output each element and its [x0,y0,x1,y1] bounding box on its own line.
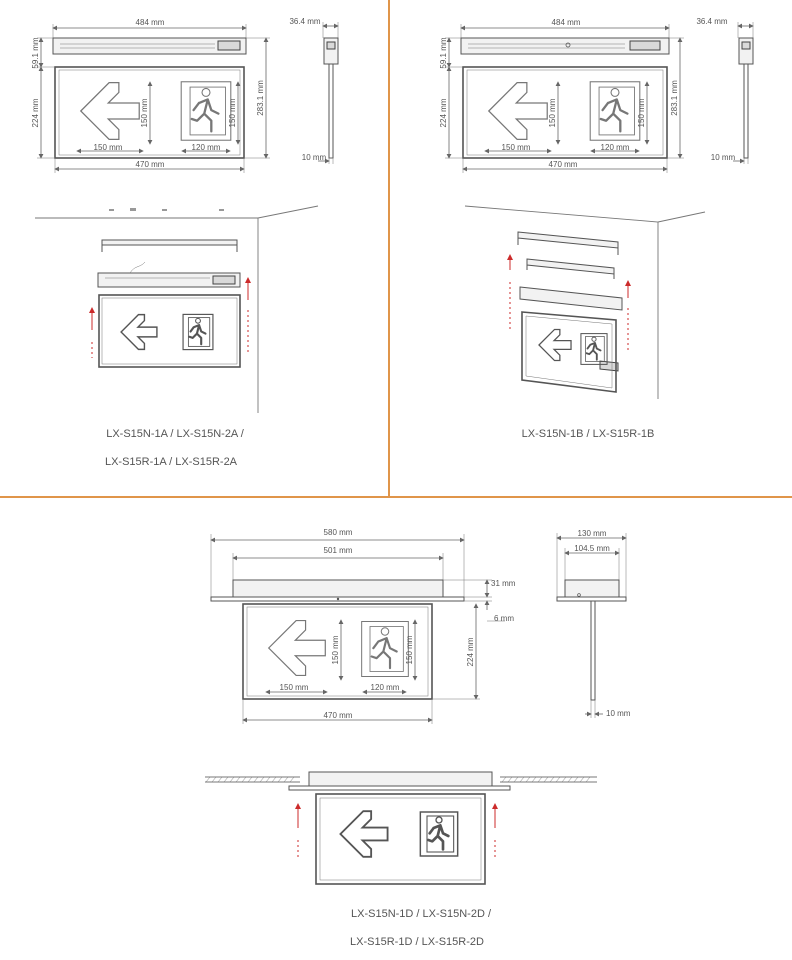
dim-b-arrow-h: 150 mm [548,98,557,127]
panel-d-drawing: 580 mm 501 mm 31 mm 6 mm 150 mm 150 mm 2… [205,528,631,885]
caption-a-line2: LX-S15R-1A / LX-S15R-2A [105,456,238,468]
dim-d-man-w: 120 mm [371,683,400,692]
dim-b-housing-h: 59.1 mm [439,37,448,68]
dim-a-panel-h: 224 mm [31,98,40,127]
dim-a-depth: 36.4 mm [289,17,320,26]
caption-d-line1: LX-S15N-1D / LX-S15N-2D / [351,908,492,920]
caption-b-line1: LX-S15N-1B / LX-S15R-1B [522,428,655,440]
dim-d-arrow-h: 150 mm [331,635,340,664]
dim-b-depth: 36.4 mm [696,17,727,26]
dim-b-thickness: 10 mm [711,153,736,162]
dim-d-thickness: 10 mm [606,709,631,718]
dim-d-flange-w: 580 mm [324,528,353,537]
dim-b-man-w: 120 mm [601,143,630,152]
dim-d-arrow-w: 150 mm [280,683,309,692]
housing-a [52,37,247,55]
dim-a-panel-w: 470 mm [136,160,165,169]
dim-b-man-h: 150 mm [637,98,646,127]
dim-a-total-h: 283.1 mm [256,80,265,116]
dim-b-panel-w: 470 mm [549,160,578,169]
dim-a-arrow-h: 150 mm [140,98,149,127]
panel-dividers [0,0,792,498]
dim-b-total-h: 283.1 mm [670,80,679,116]
dim-a-arrow-w: 150 mm [94,143,123,152]
dim-a-housing-h: 59.1 mm [31,37,40,68]
dim-d-box-w: 501 mm [324,546,353,555]
caption-d-line2: LX-S15R-1D / LX-S15R-2D [350,936,484,948]
caption-a-line1: LX-S15N-1A / LX-S15N-2A / [106,428,245,440]
dim-b-width-top: 484 mm [552,18,581,27]
panel-b-drawing: 484 mm 59.1 mm 224 mm 283.1 mm 150 mm 15… [439,17,754,399]
dim-a-man-h: 150 mm [228,98,237,127]
dim-d-gap: 6 mm [494,614,514,623]
install-direction-arrows-a [89,277,251,358]
panel-a-drawing: 484 mm 59.1 mm 224 mm 283.1 mm 150 mm 15… [31,17,339,413]
dim-d-man-h: 150 mm [405,635,414,664]
install-direction-arrows-d [295,803,498,858]
dim-d-side-inner-w: 104.5 mm [574,544,610,553]
dim-d-panel-h: 224 mm [466,637,475,666]
glass-panel-a [54,66,245,159]
dim-a-man-w: 120 mm [192,143,221,152]
dim-b-arrow-w: 150 mm [502,143,531,152]
dim-d-box-h: 31 mm [491,579,516,588]
ceiling-section [205,776,597,783]
dim-d-side-w: 130 mm [578,529,607,538]
dim-b-panel-h: 224 mm [439,98,448,127]
dim-a-width-top: 484 mm [136,18,165,27]
dim-d-panel-w: 470 mm [324,711,353,720]
dim-a-thickness: 10 mm [302,153,327,162]
install-direction-arrows-b [507,254,631,352]
